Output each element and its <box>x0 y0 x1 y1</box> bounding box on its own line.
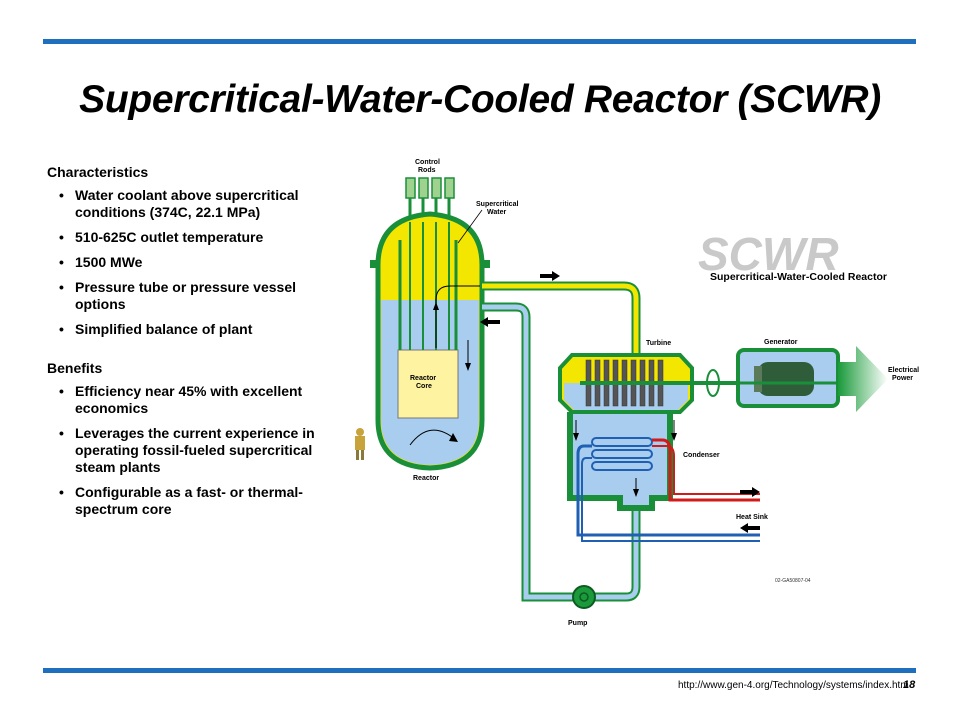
reactor-core-label: Reactor <box>410 375 436 382</box>
list-item: 1500 MWe <box>47 254 337 271</box>
generator <box>736 348 840 408</box>
characteristics-heading: Characteristics <box>47 164 149 180</box>
scwr-diagram: SCWR Supercritical-Water-Cooled Reactor <box>355 159 919 627</box>
list-item: Configurable as a fast- or thermal-spect… <box>47 484 337 518</box>
reactor-label: Reactor <box>413 475 439 482</box>
supercritical-water-label: Supercritical <box>476 201 518 208</box>
list-item: 510-625C outlet temperature <box>47 229 337 246</box>
list-item: Leverages the current experience in oper… <box>47 425 337 476</box>
slide-title: Supercritical-Water-Cooled Reactor (SCWR… <box>79 78 881 121</box>
page-number: 18 <box>903 679 916 691</box>
list-item: Pressure tube or pressure vessel options <box>47 279 337 313</box>
turbine <box>558 353 740 414</box>
source-url: http://www.gen-4.org/Technology/systems/… <box>678 680 909 691</box>
control-rods-label: Control <box>415 159 440 166</box>
pump-label: Pump <box>568 620 587 627</box>
list-item: Water coolant above supercritical condit… <box>47 187 337 221</box>
list-item: Efficiency near 45% with excellent econo… <box>47 383 337 417</box>
characteristics-list: Water coolant above supercritical condit… <box>47 187 337 338</box>
turbine-label: Turbine <box>646 340 671 347</box>
condenser <box>567 412 677 511</box>
text-column: Characteristics Water coolant above supe… <box>47 164 337 540</box>
supercritical-water-label-2: Water <box>487 209 506 216</box>
person-figure <box>355 428 365 460</box>
list-item: Simplified balance of plant <box>47 321 337 338</box>
electrical-power-arrow <box>838 346 888 412</box>
pump <box>572 585 596 609</box>
reactor-core-label-2: Core <box>416 383 432 390</box>
electrical-power-label: Electrical <box>888 367 919 374</box>
logo-subtitle: Supercritical-Water-Cooled Reactor <box>710 271 887 283</box>
steam-line <box>482 271 641 354</box>
top-rule <box>43 39 916 44</box>
reactor-vessel <box>370 211 490 471</box>
benefits-heading: Benefits <box>47 360 103 376</box>
bottom-rule <box>43 668 916 673</box>
generator-label: Generator <box>764 339 798 346</box>
control-rods-label-2: Rods <box>418 167 436 174</box>
logo-text: SCWR <box>698 228 839 280</box>
drawing-id: 02-GA50807-04 <box>775 578 811 584</box>
feedwater-line <box>480 302 641 602</box>
electrical-power-label-2: Power <box>892 375 913 382</box>
heat-sink-lines <box>576 438 760 542</box>
benefits-list: Efficiency near 45% with excellent econo… <box>47 383 337 518</box>
condenser-label: Condenser <box>683 452 720 459</box>
scwr-logo: SCWR Supercritical-Water-Cooled Reactor <box>698 228 887 283</box>
heat-sink-label: Heat Sink <box>736 514 768 521</box>
